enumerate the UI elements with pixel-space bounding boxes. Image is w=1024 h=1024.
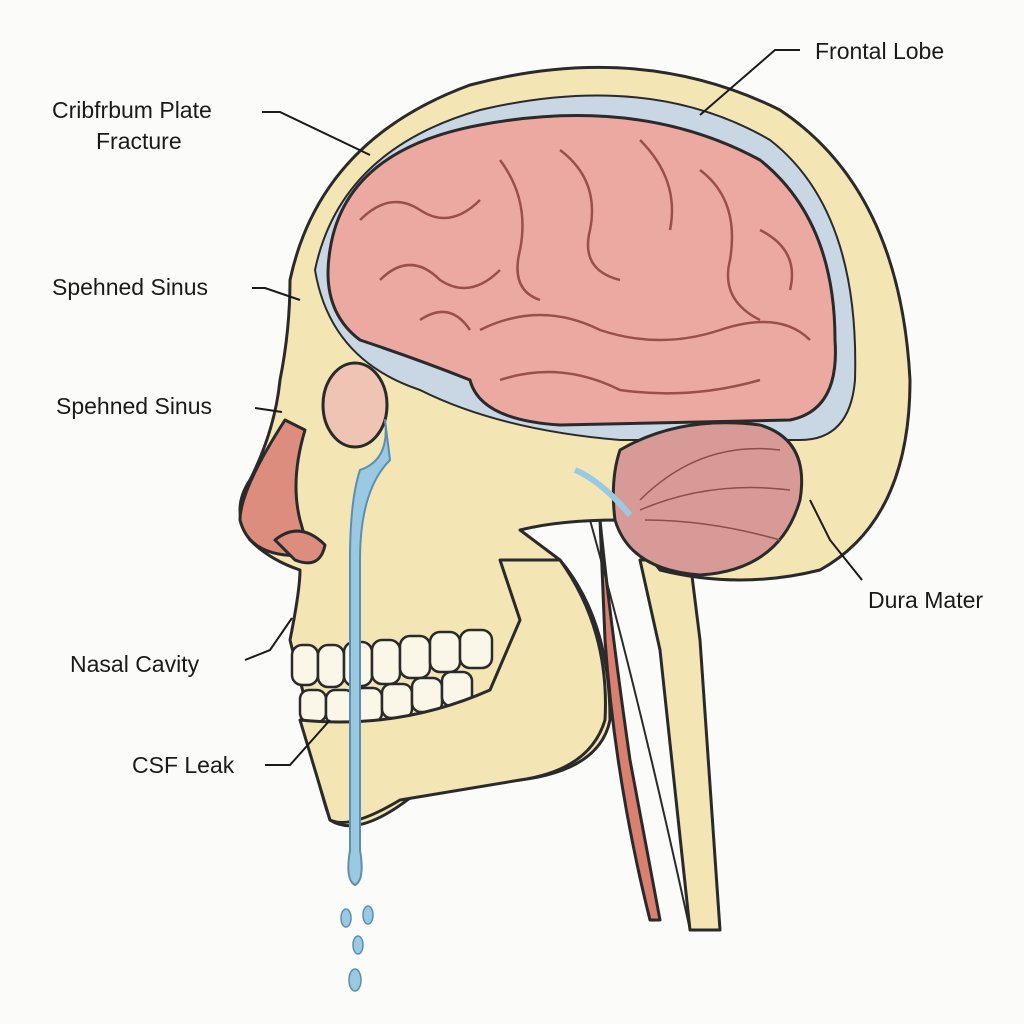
csf-droplets: [340, 905, 374, 992]
label-csf-leak: CSF Leak: [132, 752, 235, 778]
label-frontal-lobe: Frontal Lobe: [815, 38, 945, 64]
brain: [326, 114, 837, 427]
neck-vessel: [589, 519, 691, 931]
brain-gyri: [359, 139, 811, 395]
nasal-turbinate: [273, 529, 327, 565]
eye-orbit: [321, 361, 389, 449]
leader-lines: [244, 49, 863, 766]
label-sphenoid-sinus-2: Spehned Sinus: [56, 393, 213, 419]
label-cribriform-line2: Fracture: [96, 128, 182, 154]
csf-stream: [347, 419, 391, 886]
label-sphenoid-sinus-1: Spehned Sinus: [52, 274, 209, 300]
label-dura-mater: Dura Mater: [868, 587, 984, 613]
neck-muscle: [598, 518, 662, 922]
mandible: [298, 558, 607, 824]
label-nasal-cavity: Nasal Cavity: [70, 651, 200, 677]
label-cribriform-line1: Cribfrbum Plate: [52, 97, 212, 123]
nose-cartilage: [238, 418, 312, 558]
